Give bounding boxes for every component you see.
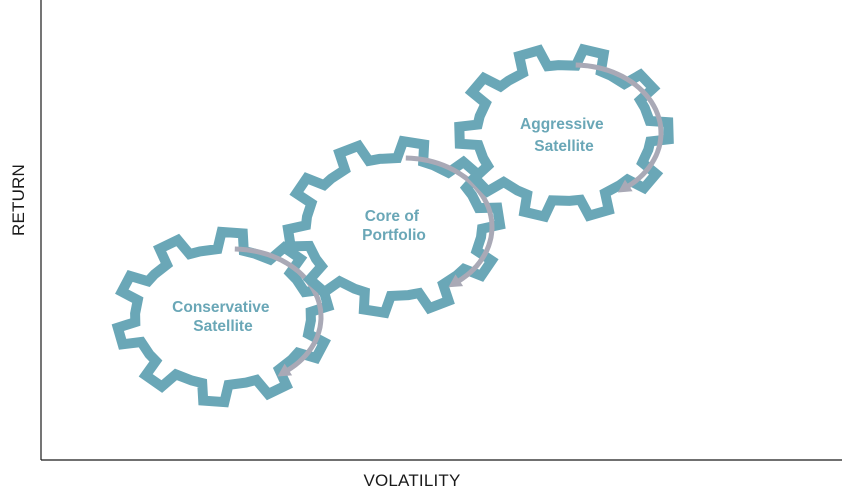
axes: VOLATILITY RETURN [9,0,842,490]
gear-aggressive-line-2: Satellite [534,138,594,155]
gear-core-line-2: Portfolio [362,227,426,244]
gear-aggressive-label: Aggressive Satellite [520,116,608,155]
gear-core-arrow [405,155,495,287]
gear-conservative-arrow-head [277,363,293,377]
gear-core-line-1: Core of [365,208,420,225]
gear-core-arrow-head [448,274,464,288]
gear-core-label: Core of Portfolio [362,208,426,244]
gear-conservative-label: Conservative Satellite [172,299,274,335]
x-axis-label: VOLATILITY [363,471,460,490]
gear-aggressive-line-1: Aggressive [520,116,604,133]
y-axis-label: RETURN [9,164,28,236]
gear-conservative: Conservative Satellite [111,226,335,408]
gear-conservative-line-2: Satellite [193,318,253,335]
gear-aggressive: Aggressive Satellite [454,43,674,223]
gear-core-shape [282,135,506,319]
gear-aggressive-shape [454,43,674,223]
gear-core: Core of Portfolio [282,135,506,319]
gear-aggressive-arrow [575,62,664,192]
gear-conservative-line-1: Conservative [172,299,270,316]
gear-aggressive-arrow-head [617,179,633,193]
gear-conservative-arrow [234,246,324,376]
gear-conservative-shape [111,226,335,408]
